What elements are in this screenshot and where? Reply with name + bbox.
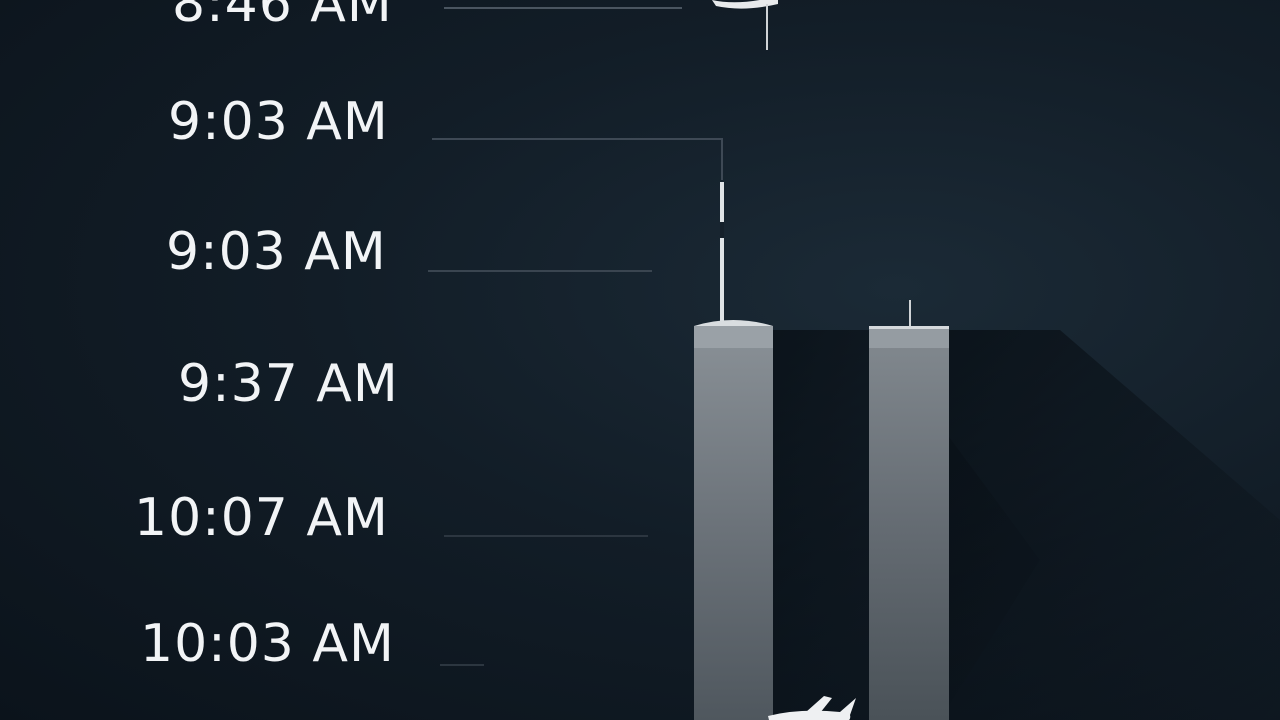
time-label-4: 10:07 AM [134, 488, 389, 548]
airplane-top-icon [712, 0, 778, 50]
north-tower [694, 182, 773, 720]
time-label-2: 9:03 AM [166, 222, 387, 282]
time-label-1: 9:03 AM [168, 92, 389, 152]
time-label-3: 9:37 AM [178, 354, 399, 414]
time-label-0: 8:46 AM [172, 0, 393, 34]
time-label-5: 10:03 AM [140, 614, 395, 674]
airplane-bottom-icon [768, 696, 856, 720]
connector-line-1 [432, 138, 723, 180]
timeline-connectors [428, 7, 723, 666]
south-tower [869, 300, 949, 720]
tower-shadows [773, 330, 1280, 720]
